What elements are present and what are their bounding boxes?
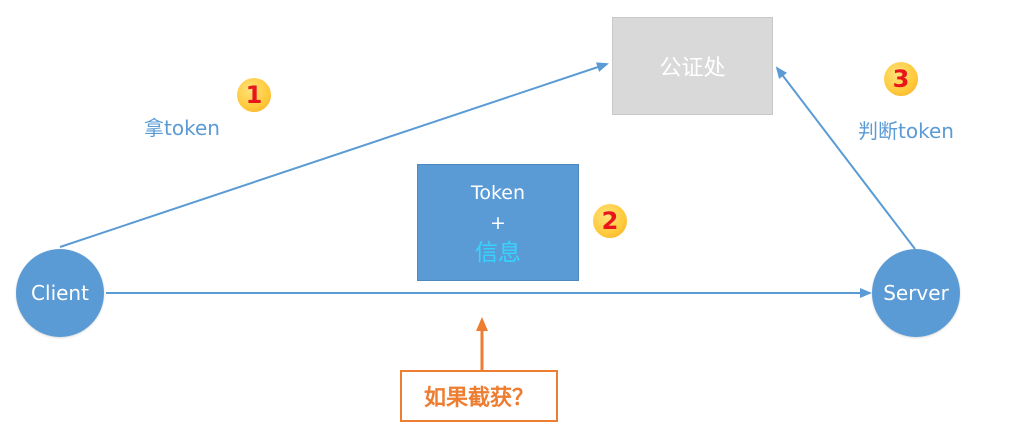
server-node: Server <box>872 249 960 337</box>
authority-box: 公证处 <box>612 17 773 115</box>
server-label: Server <box>883 281 949 305</box>
payload-info: 信息 <box>475 239 521 266</box>
intercept-label: 如果截获？ <box>423 386 534 411</box>
token-info-box: Token + 信息 <box>417 164 579 281</box>
client-node: Client <box>16 249 104 337</box>
step-badge-2: 2 <box>593 204 627 238</box>
client-label: Client <box>31 281 89 305</box>
step-label-1: 拿token <box>144 116 220 140</box>
step-label-3: 判断token <box>858 119 954 143</box>
step-badge-3: 3 <box>884 62 918 96</box>
authority-label: 公证处 <box>659 56 726 81</box>
payload-token: Token <box>470 181 526 204</box>
payload-plus: + <box>490 211 506 234</box>
intercept-box: 如果截获？ <box>400 370 558 422</box>
step-badge-1: 1 <box>237 78 271 112</box>
arrow-client-to-authority <box>59 62 609 248</box>
arrow-server-to-authority <box>775 66 916 250</box>
